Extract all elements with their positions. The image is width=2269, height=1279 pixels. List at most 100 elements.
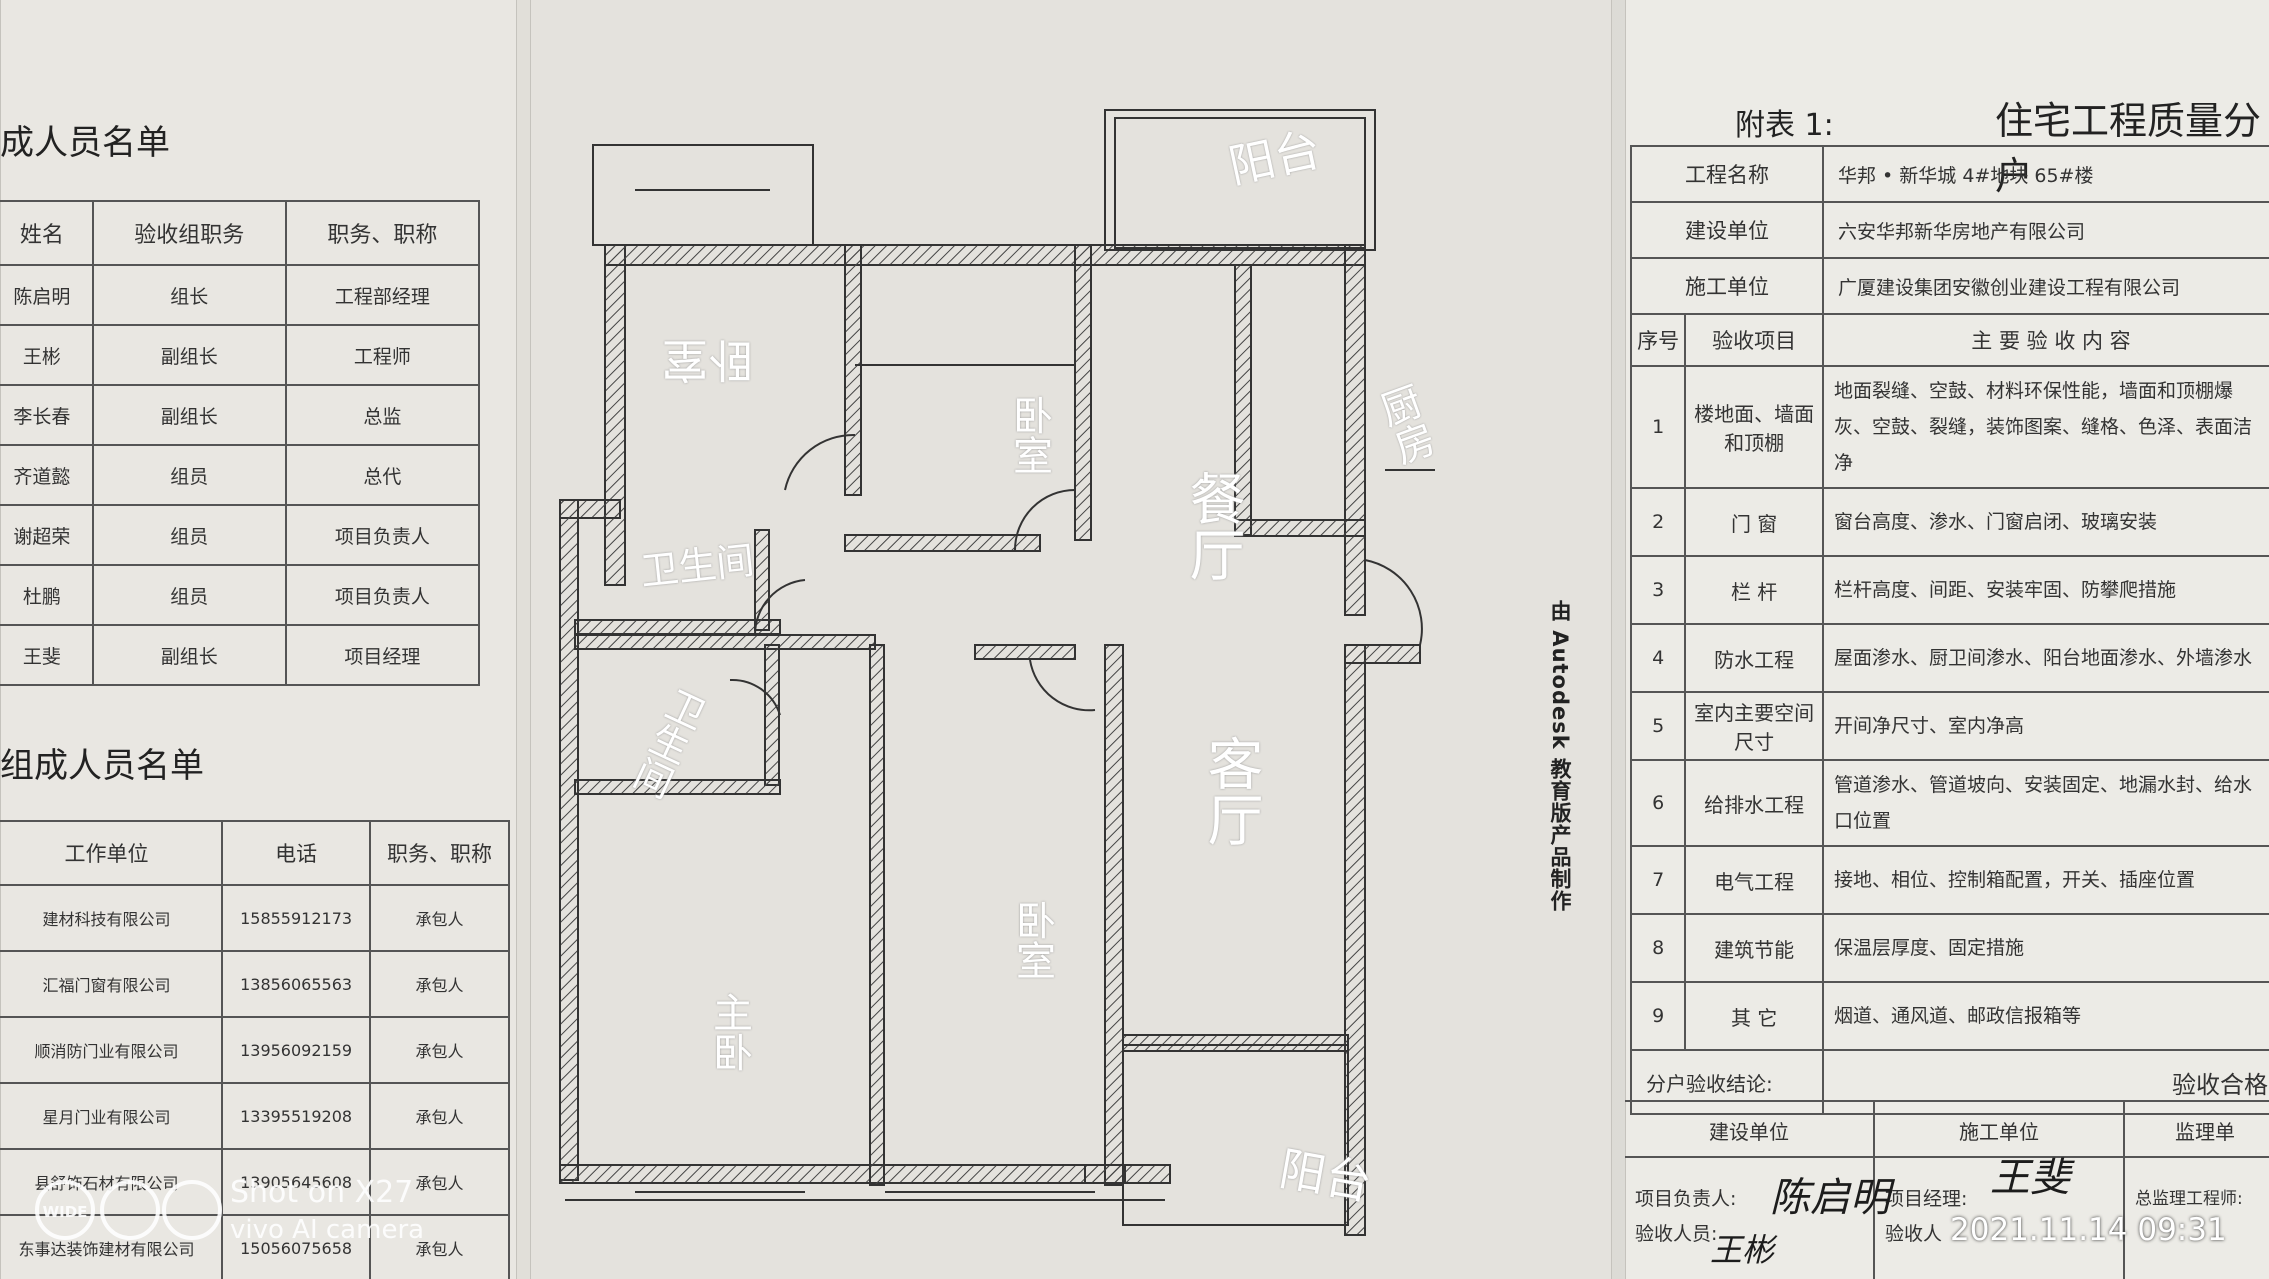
- wall-segment: [1234, 519, 1366, 537]
- header-content: 主 要 验 收 内 容: [1822, 313, 2269, 367]
- header-phone: 电话: [221, 820, 372, 886]
- table-cell: 项目经理: [284, 624, 481, 686]
- item-item: 防水工程: [1684, 623, 1824, 693]
- item-content: 开间净尺寸、室内净高: [1822, 691, 2269, 761]
- table-cell: 组员: [91, 504, 287, 566]
- table-cell: 13905645608: [221, 1148, 372, 1216]
- table-header-row: 工作单位 电话 职务、职称: [0, 820, 510, 886]
- table-cell: 承包人: [369, 884, 510, 952]
- wall-segment: [844, 244, 862, 496]
- table-cell: 项目负责人: [284, 504, 481, 566]
- sign-col-head: 施工单位: [1875, 1102, 2123, 1158]
- info-row: 施工单位广厦建设集团安徽创业建设工程有限公司: [1630, 257, 2269, 315]
- table-cell: 组员: [91, 564, 287, 626]
- info-row: 工程名称华邦 • 新华城 4#地块 65#楼: [1630, 145, 2269, 203]
- bottom-balcony-outline: [1122, 1044, 1349, 1226]
- item-item: 室内主要空间尺寸: [1684, 691, 1824, 761]
- item-no: 8: [1629, 913, 1687, 983]
- room-label-living: 客厅: [1198, 735, 1263, 847]
- table-cell: 副组长: [91, 384, 287, 446]
- sign-line: 总监理工程师:: [2135, 1189, 2243, 1209]
- wall-segment: [754, 529, 770, 631]
- header-no: 序号: [1629, 313, 1687, 367]
- item-item: 电气工程: [1684, 845, 1824, 915]
- wall-segment: [559, 1164, 1171, 1184]
- item-no: 2: [1629, 487, 1687, 557]
- quality-inspection-table: 工程名称华邦 • 新华城 4#地块 65#楼建设单位六安华邦新华房地产有限公司施…: [1629, 145, 2269, 1115]
- camera-brand-label: vivo AI camera: [230, 1215, 425, 1245]
- info-label: 建设单位: [1630, 201, 1824, 259]
- door-swing: [1029, 659, 1096, 712]
- table-cell: 13856065563: [221, 950, 372, 1018]
- table-cell: 项目负责人: [284, 564, 481, 626]
- conclusion-label: 分户验收结论:: [1630, 1049, 1824, 1115]
- info-value: 华邦 • 新华城 4#地块 65#楼: [1822, 145, 2269, 203]
- bay-window: [592, 144, 814, 246]
- shot-on-label: Shot on X27: [230, 1175, 414, 1210]
- table-cell: 陈启明: [0, 264, 94, 326]
- members-title-1: 成人员名单: [0, 123, 170, 163]
- wall-segment: [974, 644, 1076, 660]
- sign-line: 项目经理:: [1885, 1188, 1968, 1210]
- table-cell: 总监: [284, 384, 481, 446]
- item-content: 管道渗水、管道坡向、安装固定、地漏水封、给水口位置: [1822, 759, 2269, 847]
- sign-line: 项目负责人:: [1635, 1188, 1737, 1210]
- photo-timestamp: 2021.11.14 09:31: [1950, 1212, 2227, 1248]
- table-row: 齐道懿组员总代: [0, 444, 481, 506]
- wall-segment: [559, 499, 579, 1181]
- sign-col-contractor: 施工单位 项目经理: 验收人: [1875, 1102, 2125, 1279]
- table-cell: 谢超荣: [0, 504, 94, 566]
- table-cell: 15056075658: [221, 1214, 372, 1279]
- table-cell: 副组长: [91, 324, 287, 386]
- info-label: 施工单位: [1630, 257, 1824, 315]
- wall-segment: [1084, 1164, 1126, 1184]
- handwritten-signature: 王斐: [1990, 1155, 2070, 1201]
- conclusion-row: 分户验收结论: 验收合格: [1630, 1049, 2269, 1115]
- room-label-bedroom-n: 卧室: [1006, 395, 1052, 475]
- top-balcony-outline: [1114, 117, 1366, 249]
- item-no: 6: [1629, 759, 1687, 847]
- sign-line: 验收人员:: [1635, 1223, 1718, 1245]
- item-no: 4: [1629, 623, 1687, 693]
- item-item: 楼地面、墙面和顶棚: [1684, 365, 1824, 489]
- room-label-master: 主卧: [706, 992, 752, 1072]
- info-value: 六安华邦新华房地产有限公司: [1822, 201, 2269, 259]
- table-cell: 承包人: [369, 1082, 510, 1150]
- table-cell: 顺消防门业有限公司: [0, 1016, 224, 1084]
- table-header-row: 序号 验收项目 主 要 验 收 内 容: [1629, 313, 2269, 367]
- table-cell: 组长: [91, 264, 287, 326]
- door-swing: [729, 678, 781, 716]
- item-content: 窗台高度、渗水、门窗启闭、玻璃安装: [1822, 487, 2269, 557]
- door-swing: [784, 433, 856, 491]
- table-row: 谢超荣组员项目负责人: [0, 504, 481, 566]
- table-cell: 杜鹏: [0, 564, 94, 626]
- table-cell: 王斐: [0, 624, 94, 686]
- table-header-row: 姓名 验收组职务 职务、职称: [0, 200, 481, 266]
- header-company: 工作单位: [0, 820, 224, 886]
- sign-col-builder: 建设单位 项目负责人: 验收人员:: [1625, 1102, 1875, 1279]
- wall-segment: [574, 619, 781, 635]
- door-swing: [753, 579, 806, 636]
- item-no: 3: [1629, 555, 1687, 625]
- info-row: 建设单位六安华邦新华房地产有限公司: [1630, 201, 2269, 259]
- top-balcony-outer: [1104, 109, 1376, 251]
- item-item: 其 它: [1684, 981, 1824, 1051]
- table-cell: 建材科技有限公司: [0, 884, 224, 952]
- door-swing: [1014, 489, 1076, 551]
- wall-segment: [1104, 644, 1124, 1186]
- header-title: 职务、职称: [284, 200, 481, 266]
- floor-plan-drawing: [559, 109, 1435, 1236]
- table-cell: 东事达装饰建材有限公司: [0, 1214, 224, 1279]
- conclusion-value: 验收合格: [1822, 1049, 2269, 1115]
- handwritten-signature: 王彬: [1710, 1231, 1775, 1269]
